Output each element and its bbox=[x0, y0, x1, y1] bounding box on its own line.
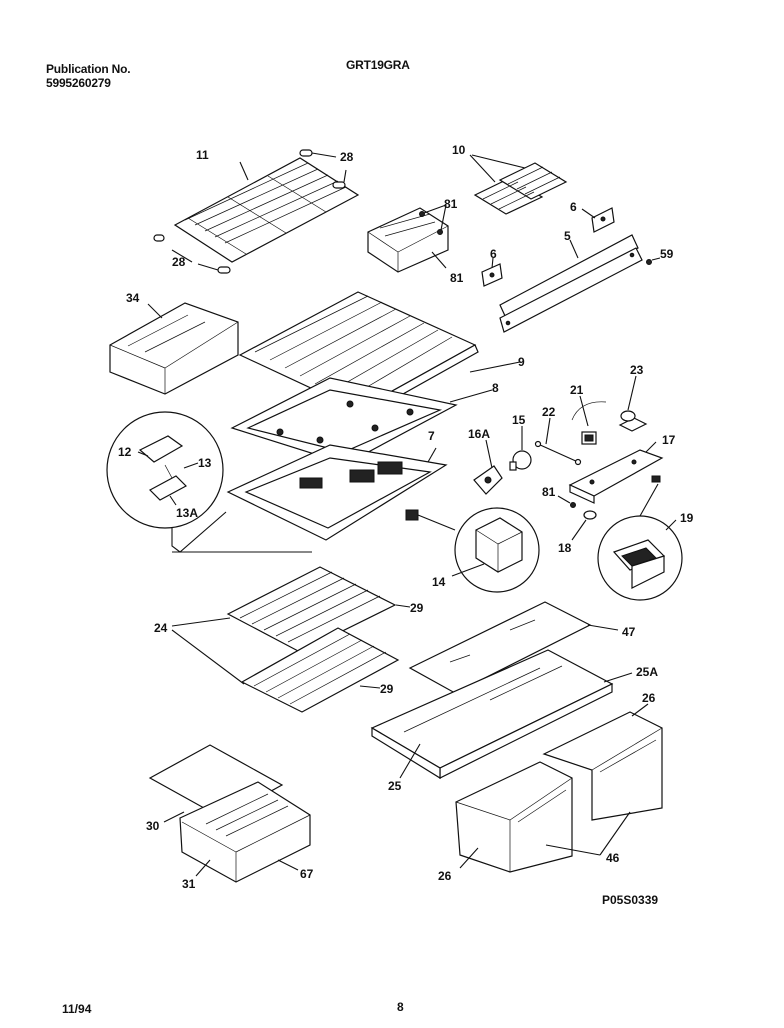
callout-26-top: 26 bbox=[642, 691, 656, 705]
callout-9: 9 bbox=[518, 355, 525, 369]
clip-part-28-b bbox=[332, 181, 346, 189]
bracket-part-6-a bbox=[591, 207, 615, 233]
wire-shelf-part-29-b bbox=[240, 627, 400, 713]
callout-25a: 25A bbox=[636, 665, 658, 679]
callout-81-middle: 81 bbox=[542, 485, 556, 499]
callout-29-top: 29 bbox=[410, 601, 424, 615]
callout-30: 30 bbox=[146, 819, 160, 833]
page-number: 8 bbox=[397, 1000, 404, 1014]
callout-67: 67 bbox=[300, 867, 314, 881]
callout-24: 24 bbox=[154, 621, 168, 635]
bracket-part-6-b bbox=[481, 263, 503, 287]
callout-5: 5 bbox=[564, 229, 571, 243]
shelf-frame-part-8 bbox=[230, 377, 458, 465]
callout-19: 19 bbox=[680, 511, 694, 525]
crisper-drawer-part-26-b bbox=[455, 761, 573, 873]
switch-part-21 bbox=[571, 401, 607, 445]
callout-6-top: 6 bbox=[570, 200, 577, 214]
screw-part-81-c bbox=[570, 502, 576, 508]
callout-23: 23 bbox=[630, 363, 644, 377]
callout-15: 15 bbox=[512, 413, 526, 427]
callout-22: 22 bbox=[542, 405, 556, 419]
clip-part-28-d bbox=[217, 266, 231, 274]
callout-29-bottom: 29 bbox=[380, 682, 394, 696]
clip-part-28-a bbox=[299, 149, 313, 157]
damper-part-14 bbox=[405, 509, 419, 521]
wire-shelf-part-29-a bbox=[226, 566, 397, 653]
callout-61: 81 bbox=[450, 271, 464, 285]
callout-11: 11 bbox=[196, 148, 209, 162]
crisper-frame-part-25 bbox=[370, 649, 614, 780]
switch-clip-19 bbox=[651, 475, 661, 483]
callout-26-bottom: 26 bbox=[438, 869, 452, 883]
publication-number: 5995260279 bbox=[46, 76, 111, 90]
housing-part-17 bbox=[568, 449, 664, 504]
callout-28-top: 28 bbox=[340, 150, 354, 164]
callout-13a: 13A bbox=[176, 506, 198, 520]
callout-7: 7 bbox=[428, 429, 435, 443]
tray-part-34 bbox=[109, 302, 239, 395]
callout-16a: 16A bbox=[468, 427, 490, 441]
detail-circle-12-13 bbox=[106, 411, 224, 529]
control-part-23 bbox=[618, 410, 648, 432]
callout-10: 10 bbox=[452, 143, 466, 157]
publication-label: Publication No. bbox=[46, 62, 131, 76]
diagram-code: P05S0339 bbox=[602, 893, 658, 907]
light-bulb-part-15 bbox=[509, 450, 532, 471]
callout-18: 18 bbox=[558, 541, 572, 555]
callout-46: 46 bbox=[606, 851, 620, 865]
callout-21: 21 bbox=[570, 383, 584, 397]
trim-rail-part-5 bbox=[499, 234, 643, 333]
clip-part-28-c bbox=[153, 234, 165, 242]
callout-13: 13 bbox=[198, 456, 212, 470]
callout-59: 59 bbox=[660, 247, 674, 261]
wire-shelf-part-11 bbox=[173, 157, 360, 263]
callout-14: 14 bbox=[432, 575, 446, 589]
rod-part-22 bbox=[534, 440, 582, 466]
footer-date: 11/94 bbox=[62, 1002, 92, 1016]
callout-25: 25 bbox=[388, 779, 402, 793]
callout-6-bottom: 6 bbox=[490, 247, 497, 261]
detail-circle-19 bbox=[597, 515, 683, 601]
detail-circle-14 bbox=[454, 507, 540, 593]
grommet-part-18 bbox=[583, 510, 597, 520]
model-number: GRT19GRA bbox=[346, 58, 410, 72]
callout-47: 47 bbox=[622, 625, 636, 639]
callout-12: 12 bbox=[118, 445, 132, 459]
callout-31: 31 bbox=[182, 877, 196, 891]
drawer-part-31 bbox=[179, 781, 311, 883]
callout-81-top: 81 bbox=[444, 197, 458, 211]
screw-part-59 bbox=[646, 259, 652, 265]
callout-17: 17 bbox=[662, 433, 676, 447]
ice-bin-part-61 bbox=[367, 207, 449, 273]
ice-tray-part-10 bbox=[473, 162, 568, 215]
callout-28-bottom: 28 bbox=[172, 255, 186, 269]
cover-frame-part-7 bbox=[226, 444, 448, 541]
callout-8: 8 bbox=[492, 381, 499, 395]
callout-34: 34 bbox=[126, 291, 140, 305]
crisper-drawer-part-26-a bbox=[542, 711, 663, 821]
lamp-socket-part-16a bbox=[473, 465, 503, 495]
